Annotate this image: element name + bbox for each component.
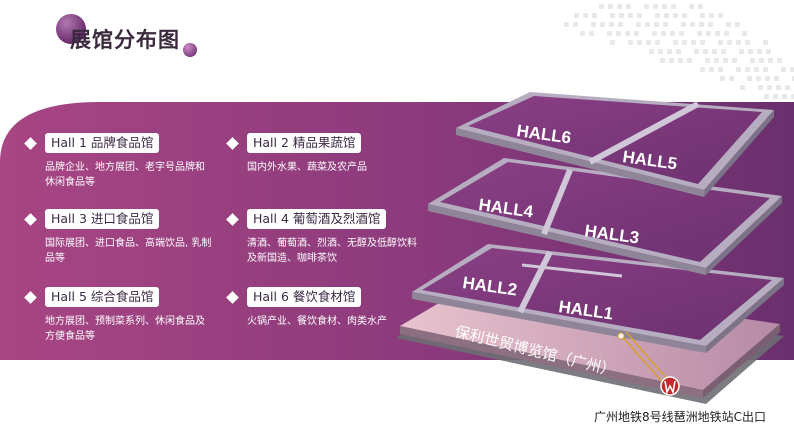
hall-name-label: Hall 6 餐饮食材馆 [247,287,362,307]
hall-description: 国际展团、进口食品、高端饮品, 乳制品等 [45,238,212,264]
hall-description: 清酒、葡萄酒、烈酒、无醇及低醇饮料及新国造、咖啡茶饮 [247,238,417,264]
hall-name-label: Hall 4 葡萄酒及烈酒馆 [247,209,387,229]
hall-4-info: Hall 4 葡萄酒及烈酒馆 清酒、葡萄酒、烈酒、无醇及低醇饮料及新国造、咖啡茶… [226,208,417,266]
floor-plan-diagram: 保利世贸博览馆（广州） HALL2 HALL1 HALL4 HALL3 [396,92,784,404]
title-circle-small-icon [183,43,197,57]
diamond-bullet-icon [226,290,239,304]
floor-level-3 [456,92,774,197]
title-block: 展馆分布图 [56,14,216,60]
metro-exit-label: 广州地铁8号线琶洲地铁站C出口 [594,410,767,424]
hall-2-info: Hall 2 精品果蔬馆 国内外水果、蔬菜及农产品 [226,132,416,175]
diamond-bullet-icon [226,212,239,226]
hall-6-info: Hall 6 餐饮食材馆 火锅产业、餐饮食材、肉类水产 [226,286,416,329]
diamond-bullet-icon [24,136,37,150]
hall-1-info: Hall 1 品牌食品馆 品牌企业、地方展团、老字号品牌和休闲食品等 [24,132,214,190]
metro-walkway [617,331,671,385]
diamond-bullet-icon [226,136,239,150]
hall-name-label: Hall 1 品牌食品馆 [45,133,160,153]
title-circle-large-icon [56,14,86,44]
dotted-map-decoration [564,4,794,99]
page-title: 展馆分布图 [70,28,180,52]
hall-description: 品牌企业、地方展团、老字号品牌和休闲食品等 [45,162,205,188]
hall-3-info: Hall 3 进口食品馆 国际展团、进口食品、高端饮品, 乳制品等 [24,208,214,266]
hall-5-info: Hall 5 综合食品馆 地方展团、预制菜系列、休闲食品及方便食品等 [24,286,214,344]
diamond-bullet-icon [24,212,37,226]
metro-logo-icon [660,376,680,396]
hall-description: 地方展团、预制菜系列、休闲食品及方便食品等 [45,316,205,342]
hall-name-label: Hall 5 综合食品馆 [45,287,160,307]
hall-name-label: Hall 3 进口食品馆 [45,209,160,229]
hall-name-label: Hall 2 精品果蔬馆 [247,133,362,153]
diamond-bullet-icon [24,290,37,304]
hall-description: 火锅产业、餐饮食材、肉类水产 [247,316,387,327]
hall-description: 国内外水果、蔬菜及农产品 [247,162,367,173]
